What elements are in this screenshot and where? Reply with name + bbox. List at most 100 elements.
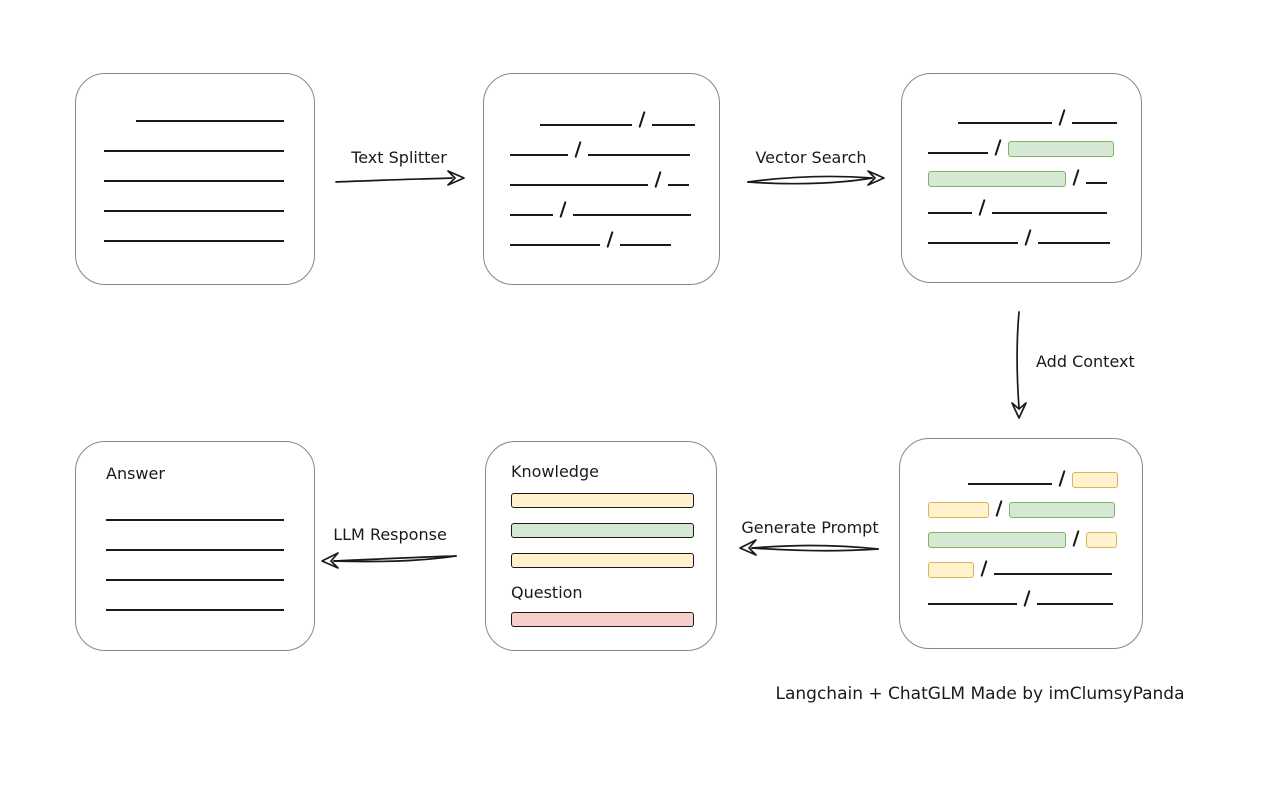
generate-prompt-arrow: [751, 544, 879, 550]
text-line: [510, 244, 600, 246]
question-bars: [511, 612, 694, 627]
slash-separator: [559, 201, 567, 218]
text-line: [136, 120, 284, 122]
add-context-arrowhead: [1011, 402, 1027, 419]
credit-caption: Langchain + ChatGLM Made by imClumsyPand…: [775, 684, 1185, 704]
text-line: [104, 240, 284, 242]
llm-response-arrow: [333, 555, 457, 562]
vector-search-arrow: [747, 175, 873, 183]
add-context-arrow: [1016, 311, 1020, 409]
chunk-row: [104, 96, 286, 126]
slash-separator: [995, 500, 1003, 517]
context-chunks-box: [899, 438, 1143, 649]
text-line: [106, 609, 284, 611]
text-line: [1071, 122, 1117, 124]
llm-response-arrowhead: [321, 552, 339, 569]
slash-separator: [1024, 229, 1032, 246]
chunk-row: [106, 525, 284, 555]
llm-response-arrow-label: LLM Response: [333, 525, 447, 544]
vector-search-arrow-label: Vector Search: [755, 148, 867, 167]
text-line: [588, 154, 690, 156]
chunk-row: [928, 188, 1117, 218]
yellow-chunk-chip: [928, 502, 989, 518]
text-line: [106, 579, 284, 581]
slash-separator: [1058, 109, 1066, 126]
text-line: [573, 214, 691, 216]
text-line: [928, 152, 988, 154]
yellow-chunk-chip: [928, 562, 974, 578]
green-chunk-chip: [928, 532, 1066, 548]
text-line: [958, 122, 1052, 124]
chunk-row: [510, 130, 695, 160]
text-line: [992, 212, 1107, 214]
text-line: [620, 244, 671, 246]
text-splitter-arrow: [335, 177, 453, 183]
green-bar: [511, 523, 694, 538]
vector-search-arrowhead: [867, 170, 885, 186]
prompt-box: Knowledge Question: [485, 441, 717, 651]
slash-separator: [1072, 169, 1080, 186]
text-line: [928, 212, 972, 214]
yellow-chunk-chip: [1086, 532, 1117, 548]
text-line: [104, 210, 284, 212]
yellow-bar: [511, 493, 694, 508]
generate-prompt-arrow-label: Generate Prompt: [741, 518, 879, 537]
yellow-chunk-chip: [1072, 472, 1118, 488]
slash-separator: [1023, 590, 1031, 607]
generate-prompt-arrow-2: [751, 547, 879, 552]
chunk-row: [928, 98, 1117, 128]
text-line: [106, 519, 284, 521]
text-line: [1038, 242, 1110, 244]
green-chunk-chip: [1008, 141, 1114, 157]
slash-separator: [574, 141, 582, 158]
text-line: [104, 180, 284, 182]
text-line: [994, 573, 1112, 575]
slash-separator: [654, 171, 662, 188]
knowledge-label: Knowledge: [511, 462, 599, 481]
green-chunk-chip: [1009, 502, 1115, 518]
chunk-row: [510, 220, 695, 250]
chunk-row: [104, 186, 286, 216]
chunk-row: [510, 160, 695, 190]
question-label: Question: [511, 583, 583, 602]
green-chunk-chip: [928, 171, 1066, 187]
text-line: [1086, 182, 1107, 184]
text-line: [104, 150, 284, 152]
text-line: [652, 124, 695, 126]
chunk-row: [928, 218, 1117, 248]
chunk-row: [510, 190, 695, 220]
chunk-row: [106, 555, 284, 585]
chunk-row: [106, 585, 284, 615]
chunk-row: [928, 549, 1118, 579]
slash-separator: [1058, 470, 1066, 487]
split-chunks-box: [483, 73, 720, 285]
slash-separator: [606, 231, 614, 248]
text-line: [968, 483, 1052, 485]
knowledge-bars: [511, 493, 694, 568]
red-bar: [511, 612, 694, 627]
chunk-row: [928, 519, 1118, 549]
chunk-row: [104, 216, 286, 246]
text-line: [510, 184, 648, 186]
text-line: [928, 242, 1018, 244]
text-line: [1037, 603, 1113, 605]
text-splitter-arrow-label: Text Splitter: [351, 148, 447, 167]
answer-box: Answer: [75, 441, 315, 651]
text-line: [668, 184, 689, 186]
slash-separator: [1072, 530, 1080, 547]
chunk-row: [928, 128, 1117, 158]
chunk-row: [106, 495, 284, 525]
text-line: [510, 154, 568, 156]
add-context-arrow-label: Add Context: [1036, 352, 1135, 371]
text-splitter-arrowhead: [447, 170, 465, 186]
chunk-row: [928, 158, 1117, 188]
slash-separator: [638, 111, 646, 128]
chunk-row: [510, 100, 695, 130]
slash-separator: [980, 560, 988, 577]
vector-search-result-box: [901, 73, 1142, 283]
slash-separator: [994, 139, 1002, 156]
source-document-box: [75, 73, 315, 285]
answer-label: Answer: [106, 464, 165, 483]
